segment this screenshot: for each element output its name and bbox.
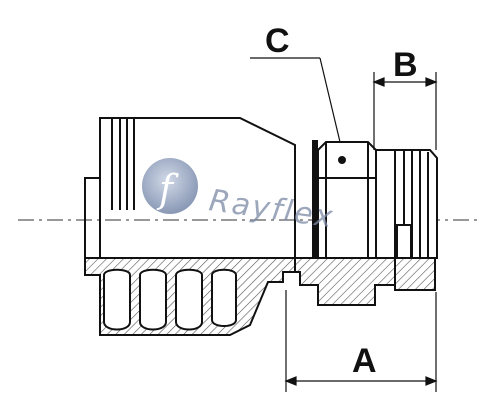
dimension-b <box>372 72 438 150</box>
stem-section <box>294 257 436 306</box>
watermark: f <box>142 158 198 214</box>
dimension-a <box>284 290 438 392</box>
dimension-b-label: B <box>393 46 418 84</box>
rayflex-logo-icon <box>142 158 198 214</box>
leader-c-label: C <box>265 22 290 60</box>
seal-ring <box>312 140 318 258</box>
leader-c <box>250 57 341 143</box>
dimension-a-label: A <box>352 342 377 380</box>
thread-end <box>375 149 438 259</box>
ferrule-section <box>84 257 296 336</box>
